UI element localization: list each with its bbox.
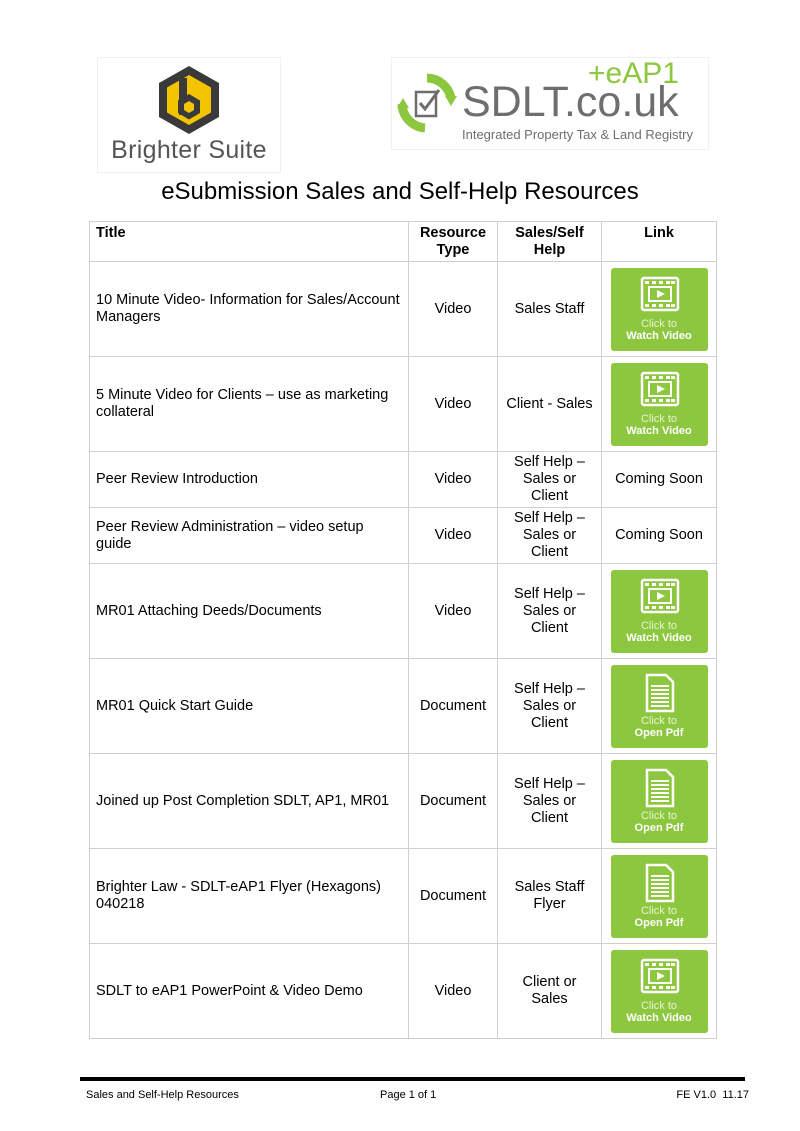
- row-audience: Self Help – Sales or Client: [497, 563, 602, 659]
- row-title: MR01 Quick Start Guide: [89, 658, 409, 754]
- click-to-label: Click to: [640, 809, 678, 822]
- row-type: Video: [408, 563, 498, 659]
- document-icon: [645, 673, 674, 712]
- row-link: Click to Watch Video: [601, 261, 717, 357]
- video-icon: [640, 371, 679, 406]
- open-pdf-label: Open Pdf: [634, 726, 684, 739]
- row-audience: Self Help – Sales or Client: [497, 507, 602, 564]
- video-icon: [640, 276, 679, 311]
- open-pdf-button[interactable]: Click to Open Pdf: [610, 759, 708, 843]
- click-to-label: Click to: [640, 999, 678, 1012]
- row-title: Peer Review Introduction: [89, 451, 409, 508]
- row-link: Click to Watch Video: [601, 356, 717, 452]
- footer-document-name: Sales and Self-Help Resources: [86, 1089, 239, 1101]
- watch-video-button[interactable]: Click to Watch Video: [610, 362, 708, 446]
- row-title: MR01 Attaching Deeds/Documents: [89, 563, 409, 659]
- sdlt-logo: +eAP1 SDLT.co.uk Integrated Property Tax…: [391, 57, 709, 150]
- watch-video-label: Watch Video: [626, 1011, 692, 1024]
- row-type: Video: [408, 356, 498, 452]
- click-to-label: Click to: [640, 714, 678, 727]
- table-row: 5 Minute Video for Clients – use as mark…: [89, 356, 717, 452]
- row-type: Video: [408, 507, 498, 564]
- document-icon: [645, 768, 674, 807]
- row-audience: Self Help – Sales or Client: [497, 658, 602, 754]
- table-row: MR01 Attaching Deeds/Documents Video Sel…: [89, 563, 717, 659]
- row-audience: Self Help – Sales or Client: [497, 753, 602, 849]
- footer-divider: [80, 1077, 745, 1081]
- footer-page-number: Page 1 of 1: [380, 1089, 437, 1101]
- open-pdf-button[interactable]: Click to Open Pdf: [610, 664, 708, 748]
- row-type: Video: [408, 451, 498, 508]
- page-title: eSubmission Sales and Self-Help Resource…: [161, 178, 639, 205]
- resources-table: Title Resource Type Sales/Self Help Link…: [89, 221, 717, 1039]
- video-icon: [640, 958, 679, 993]
- row-audience: Sales Staff: [497, 261, 602, 357]
- click-to-label: Click to: [640, 412, 678, 425]
- header-link: Link: [601, 221, 717, 262]
- row-title: SDLT to eAP1 PowerPoint & Video Demo: [89, 943, 409, 1039]
- header-sales-line1: Sales/Self: [515, 225, 584, 241]
- footer-version: FE V1.0 11.17: [676, 1089, 749, 1101]
- table-row: Peer Review Introduction Video Self Help…: [89, 451, 717, 508]
- table-header-row: Title Resource Type Sales/Self Help Link: [89, 221, 717, 262]
- row-link: Coming Soon: [601, 451, 717, 508]
- brighter-suite-logo: Brighter Suite: [97, 57, 281, 173]
- table-row: SDLT to eAP1 PowerPoint & Video Demo Vid…: [89, 943, 717, 1039]
- table-row: Brighter Law - SDLT-eAP1 Flyer (Hexagons…: [89, 848, 717, 944]
- coming-soon-text: Coming Soon: [615, 471, 703, 487]
- brighter-suite-text: Brighter Suite: [111, 136, 267, 164]
- table-row: Joined up Post Completion SDLT, AP1, MR0…: [89, 753, 717, 849]
- row-link: Click to Open Pdf: [601, 658, 717, 754]
- row-type: Video: [408, 261, 498, 357]
- watch-video-label: Watch Video: [626, 329, 692, 342]
- video-icon: [640, 578, 679, 613]
- table-row: 10 Minute Video- Information for Sales/A…: [89, 261, 717, 357]
- row-title: 10 Minute Video- Information for Sales/A…: [89, 261, 409, 357]
- click-to-label: Click to: [640, 904, 678, 917]
- row-link: Coming Soon: [601, 507, 717, 564]
- row-link: Click to Watch Video: [601, 563, 717, 659]
- watch-video-button[interactable]: Click to Watch Video: [610, 267, 708, 351]
- open-pdf-button[interactable]: Click to Open Pdf: [610, 854, 708, 938]
- row-type: Document: [408, 848, 498, 944]
- row-title: Joined up Post Completion SDLT, AP1, MR0…: [89, 753, 409, 849]
- open-pdf-label: Open Pdf: [634, 821, 684, 834]
- row-link: Click to Watch Video: [601, 943, 717, 1039]
- header-title: Title: [89, 221, 409, 262]
- table-row: Peer Review Administration – video setup…: [89, 507, 717, 564]
- row-title: 5 Minute Video for Clients – use as mark…: [89, 356, 409, 452]
- coming-soon-text: Coming Soon: [615, 527, 703, 543]
- row-title: Peer Review Administration – video setup…: [89, 507, 409, 564]
- click-to-label: Click to: [640, 317, 678, 330]
- watch-video-button[interactable]: Click to Watch Video: [610, 569, 708, 653]
- check-document-logo-icon: [397, 73, 457, 133]
- row-link: Click to Open Pdf: [601, 753, 717, 849]
- row-type: Video: [408, 943, 498, 1039]
- hexagon-logo-icon: [159, 66, 219, 134]
- sdlt-tagline: Integrated Property Tax & Land Registry: [462, 127, 693, 142]
- header-resource-type: Resource Type: [408, 221, 498, 262]
- row-link: Click to Open Pdf: [601, 848, 717, 944]
- watch-video-label: Watch Video: [626, 631, 692, 644]
- row-audience: Self Help – Sales or Client: [497, 451, 602, 508]
- watch-video-label: Watch Video: [626, 424, 692, 437]
- table-row: MR01 Quick Start Guide Document Self Hel…: [89, 658, 717, 754]
- document-icon: [645, 863, 674, 902]
- open-pdf-label: Open Pdf: [634, 916, 684, 929]
- header-type-line1: Resource: [419, 225, 487, 241]
- row-audience: Sales Staff Flyer: [497, 848, 602, 944]
- row-type: Document: [408, 753, 498, 849]
- eap1-text: +eAP1: [588, 57, 679, 90]
- header-sales-line2: Help: [533, 242, 566, 258]
- row-audience: Client - Sales: [497, 356, 602, 452]
- header-sales-self-help: Sales/Self Help: [497, 221, 602, 262]
- header-type-line2: Type: [436, 242, 470, 258]
- row-type: Document: [408, 658, 498, 754]
- click-to-label: Click to: [640, 619, 678, 632]
- row-title: Brighter Law - SDLT-eAP1 Flyer (Hexagons…: [89, 848, 409, 944]
- watch-video-button[interactable]: Click to Watch Video: [610, 949, 708, 1033]
- sdlt-domain-text: SDLT.co.uk: [462, 78, 679, 126]
- row-audience: Client or Sales: [497, 943, 602, 1039]
